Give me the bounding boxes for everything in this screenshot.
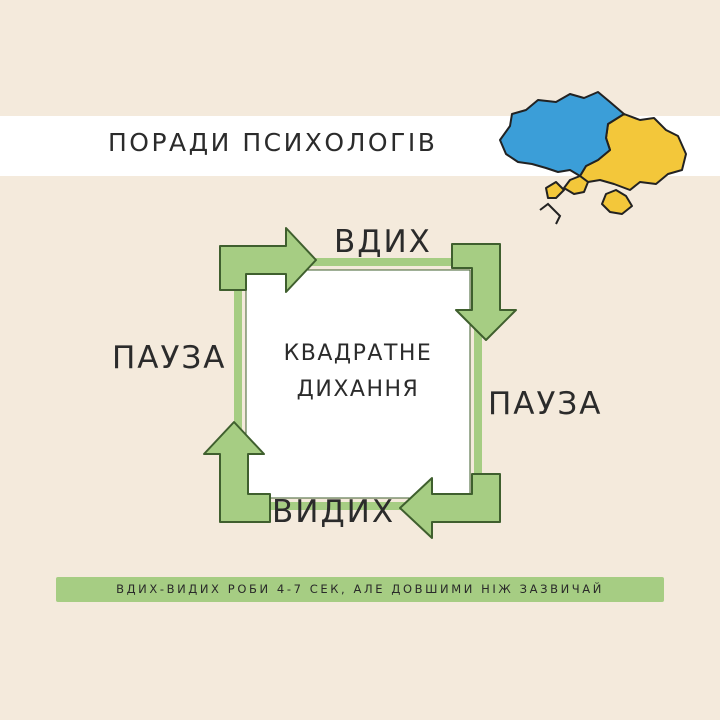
footer-tip: ВДИХ-ВИДИХ РОБИ 4-7 СЕК, АЛЕ ДОВШИМИ НІЖ… [116, 582, 604, 596]
arrow-bottom-right [399, 473, 501, 539]
label-pause-left: ПАУЗА [112, 340, 227, 376]
center-label-line-1: КВАДРАТНЕ [283, 341, 433, 366]
arrow-top-right [451, 243, 517, 341]
frame-outer [234, 258, 482, 510]
ukraine-map-icon [499, 91, 687, 225]
label-inhale: ВДИХ [334, 224, 432, 260]
page-title: ПОРАДИ ПСИХОЛОГІВ [108, 128, 438, 157]
center-label: КВАДРАТНЕ ДИХАННЯ [250, 336, 466, 408]
label-exhale: ВИДИХ [272, 494, 396, 530]
center-label-line-2: ДИХАННЯ [296, 377, 420, 402]
arrow-top-left [219, 227, 317, 293]
label-pause-right: ПАУЗА [488, 386, 603, 422]
footer-banner [56, 577, 664, 602]
frame-inner [245, 269, 471, 499]
arrow-bottom-left [203, 421, 271, 523]
